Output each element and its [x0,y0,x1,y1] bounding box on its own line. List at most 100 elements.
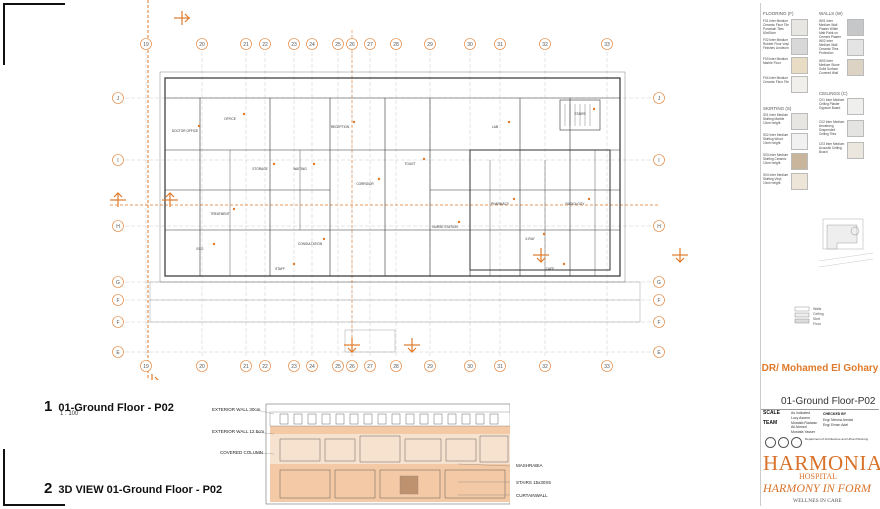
grid-bubble-label: 33 [604,42,610,48]
grid-bubble-bottom: 20 [196,360,208,372]
grid-bubble-top: 24 [306,38,318,50]
grid-bubble-circle [653,346,665,358]
grid-bubble-bottom: 25 [332,360,344,372]
3d-room [334,469,376,499]
grid-bubble-circle [653,276,665,288]
grid-bubble-label: 28 [393,42,399,48]
grid-bubble-left: G [112,276,124,288]
grid-bubble-circle [601,38,613,50]
grid-bubble-right: G [653,276,665,288]
room-label: X-RAY [525,237,535,241]
legend-item-text: S03 Inter Medium Skirting Ceramic 10cm h… [763,153,789,165]
grid-bubble-bottom: 31 [494,360,506,372]
grid-bubble-label: G [116,280,120,286]
university-logos [765,435,802,453]
room-tag-marker [212,242,216,246]
sheet-title: 01-Ground Floor-P02 [781,396,876,407]
room-tag-marker [322,237,326,241]
legend-swatch [847,59,864,76]
grid-bubbles: 1919202021212222232324242525262627272828… [112,38,665,372]
grid-bubble-label: H [116,224,120,230]
section-marker-bottom-a [344,338,360,353]
key-plan [818,218,874,268]
3d-window [489,413,499,425]
grid-bubble-circle [112,220,124,232]
grid-bubble-circle [346,360,358,372]
legend-item-text: F04 Inter Medium Ceramic Floor Tile [763,76,789,84]
grid-bubble-top: 23 [288,38,300,50]
section-marker-bottom-b [404,338,420,353]
legend-swatch [847,98,864,115]
grid-bubble-right: H [653,220,665,232]
grid-bubble-circle [306,38,318,50]
grid-bubble-label: J [117,96,120,102]
grid-bubble-bottom: 30 [464,360,476,372]
grid-bubble-circle [112,92,124,104]
grid-bubble-label: I [117,158,118,164]
grid-bubble-label: J [658,96,661,102]
grid-bubble-circle [653,92,665,104]
3d-label-exterior-wall-12: EXTERIOR WALL 12.5cm [212,429,265,434]
room-label: CAFE [546,267,555,271]
grid-bubble-label: 29 [427,364,433,370]
logo-emblem-3 [791,437,802,448]
grid-bubble-label: 24 [309,42,315,48]
room-tag-marker [352,120,356,124]
grid-bubble-label: 31 [497,42,503,48]
3d-window [447,413,457,425]
grid-bubble-label: 20 [199,364,205,370]
grid-bubble-top: 27 [364,38,376,50]
room-label: CONSULTATION [298,242,323,246]
3d-window [405,413,415,425]
room-tag-marker [272,162,276,166]
legend-ceilings-title: CEILINGS (C) [819,91,848,96]
grid-bubble-circle [332,360,344,372]
grid-bubble-label: H [657,224,661,230]
client-name: DR/ Mohamed El Gohary [761,363,879,374]
legend-swatch [847,39,864,56]
room-tag-marker [457,220,461,224]
room-label: STAIRS [574,112,585,116]
3d-room [279,438,321,462]
room-tag-marker [592,107,596,111]
grid-bubble-top: 26 [346,38,358,50]
grid-bubble-label: 19 [143,42,149,48]
grid-bubble-circle [332,38,344,50]
grid-bubble-label: 20 [199,42,205,48]
grid-bubble-circle [259,360,271,372]
grid-bubble-bottom: 26 [346,360,358,372]
grid-bubble-circle [653,154,665,166]
grid-bubble-left: E [112,346,124,358]
layer-legend-label: Skirt [813,317,820,321]
3d-room [324,438,356,462]
legend-swatch [847,120,864,137]
3d-window [321,413,331,425]
department-text: Department of Architecture and Urban Pla… [805,437,869,441]
3d-window [363,413,373,425]
room-tag-marker [232,207,236,211]
grid-bubble-circle [494,360,506,372]
legend-item-text: C02 Inter Medium Armstrong Suspended Cei… [819,120,845,136]
grid-bubble-left: J [112,92,124,104]
grid-bubble-circle [259,38,271,50]
grid-bubble-label: 29 [427,42,433,48]
checker: Eng/ Eman Adel [823,422,849,427]
grid-bubble-left: I [112,154,124,166]
section-marker-right [672,248,688,263]
room-label: DOCTOR OFFICE [172,129,198,133]
team-member: Mostafa Radwan [791,420,818,425]
room-label: NURSE STATION [432,225,458,229]
3d-room [479,435,509,463]
section-marker-mid [533,248,549,263]
grid-bubble-bottom: 29 [424,360,436,372]
legend-item-text: S01 Inter Medium Skirting Marble 10cm he… [763,113,789,125]
legend-swatch [791,173,808,190]
3d-window [335,413,345,425]
logo-emblem-1 [765,437,776,448]
3d-view-leader-lines [255,409,510,496]
grid-bubble-label: 32 [542,42,548,48]
grid-bubble-circle [390,38,402,50]
grid-bubble-circle [424,38,436,50]
